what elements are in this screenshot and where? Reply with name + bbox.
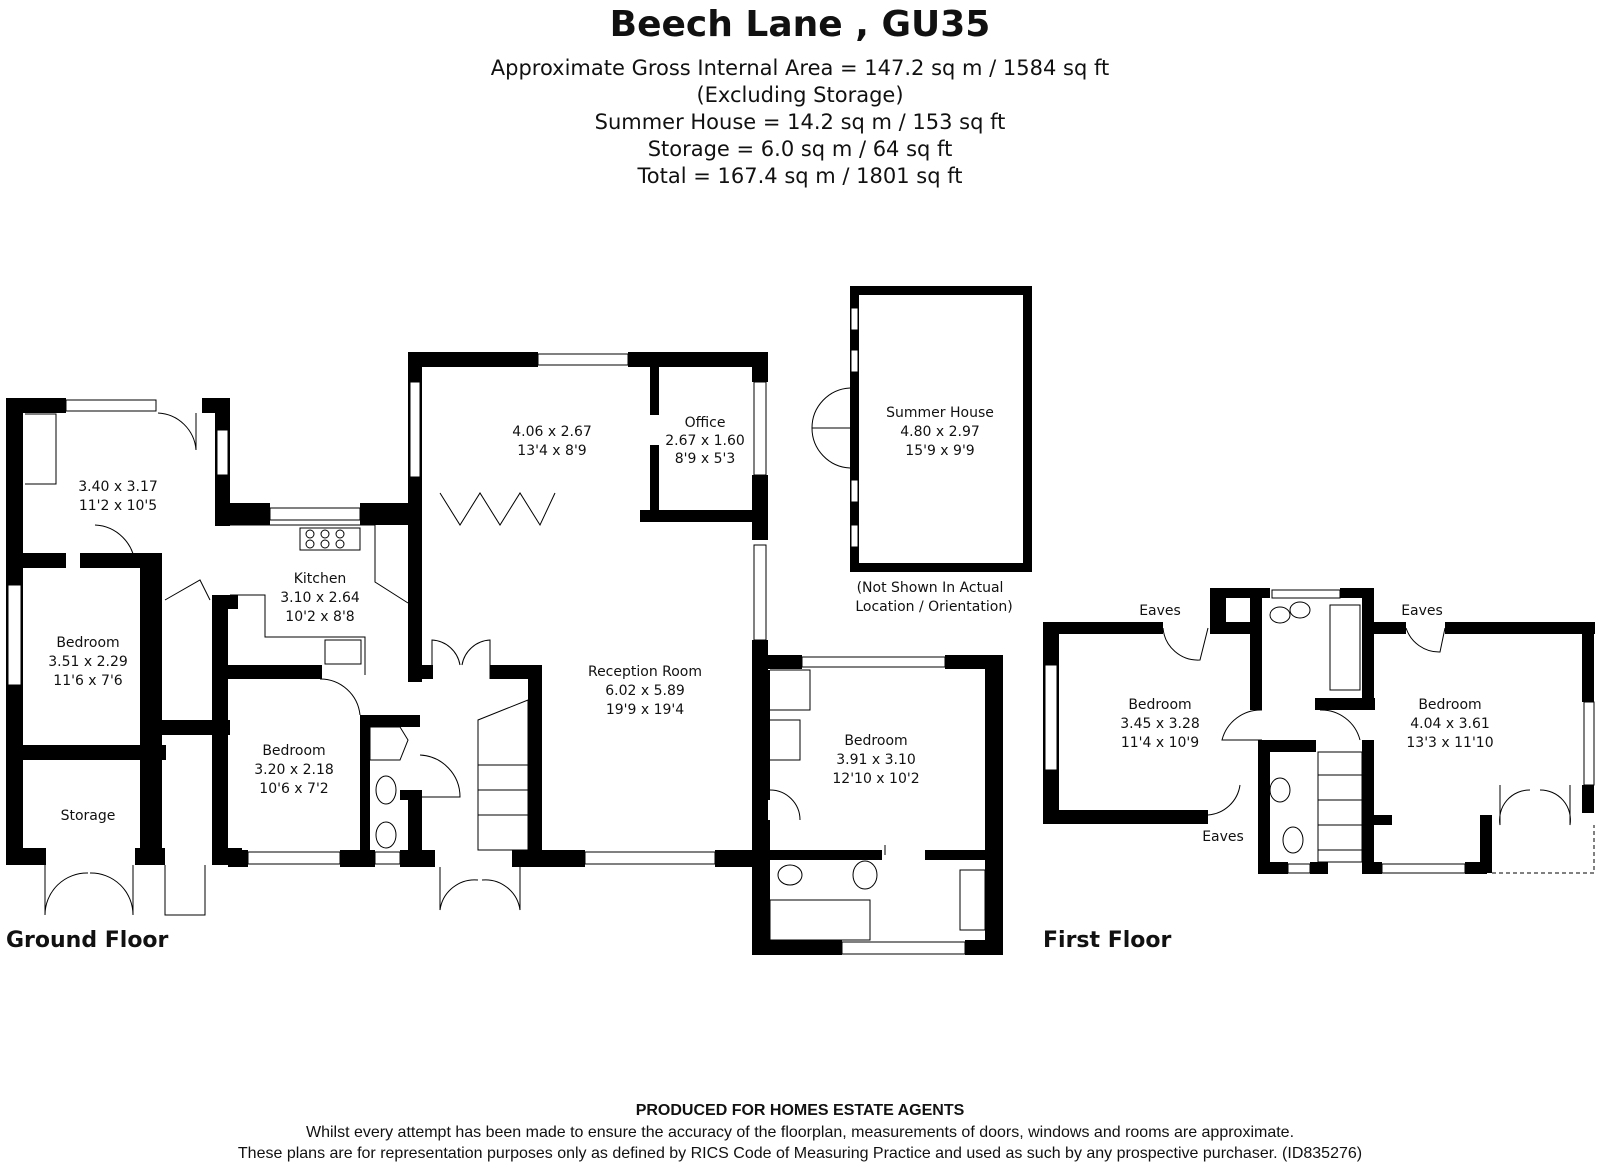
summer-house-walls: [811, 286, 1032, 572]
room-office-name: Office: [685, 415, 726, 431]
ground-floor-walls: [6, 352, 1003, 955]
room-bedroom-b-dims: 4.04 x 3.61: [1410, 716, 1490, 732]
room-bedroom-left-imperial: 11'6 x 7'6: [53, 673, 123, 689]
room-dining-dims: 4.06 x 2.67: [512, 424, 592, 440]
room-kitchen-dims: 3.10 x 2.64: [280, 590, 360, 606]
excluding-storage-text: (Excluding Storage): [696, 83, 904, 107]
summer-house-dims: 4.80 x 2.97: [900, 424, 980, 440]
eaves-label-1: Eaves: [1139, 603, 1181, 619]
ground-floor-windows: [7, 353, 966, 955]
room-bedroom-right-name: Bedroom: [844, 733, 907, 749]
summer-house-labels: Summer House 4.80 x 2.97 15'9 x 9'9 (Not…: [855, 405, 1012, 615]
room-bedroom-a-imperial: 11'4 x 10'9: [1121, 735, 1199, 751]
first-floor-walls: [1043, 588, 1595, 874]
footer-heading: PRODUCED FOR HOMES ESTATE AGENTS: [635, 1102, 965, 1119]
room-bedroom-mid-imperial: 10'6 x 7'2: [259, 781, 328, 797]
plan-title: Beech Lane , GU35: [609, 4, 991, 45]
summer-house-note-line1: (Not Shown In Actual: [857, 580, 1004, 596]
first-floor-labels: Bedroom 3.45 x 3.28 11'4 x 10'9 Bedroom …: [1120, 603, 1493, 845]
room-bedroom-a-dims: 3.45 x 3.28: [1120, 716, 1200, 732]
room-sitting-imperial: 11'2 x 10'5: [79, 498, 157, 514]
room-bedroom-mid-name: Bedroom: [262, 743, 325, 759]
footer-disclaimer-line2: These plans are for representation purpo…: [237, 1145, 1363, 1162]
room-sitting-dims: 3.40 x 3.17: [78, 479, 158, 495]
room-reception-dims: 6.02 x 5.89: [605, 683, 685, 699]
first-floor-label: First Floor: [1043, 928, 1172, 953]
gross-area-text: Approximate Gross Internal Area = 147.2 …: [490, 56, 1110, 80]
room-kitchen-imperial: 10'2 x 8'8: [285, 609, 354, 625]
summer-house-imperial: 15'9 x 9'9: [905, 443, 974, 459]
summer-house-area-text: Summer House = 14.2 sq m / 153 sq ft: [594, 110, 1006, 134]
ground-floor-label: Ground Floor: [6, 928, 169, 953]
summer-house-note-line2: Location / Orientation): [855, 599, 1012, 615]
room-kitchen-name: Kitchen: [294, 571, 347, 587]
eaves-label-2: Eaves: [1401, 603, 1443, 619]
room-reception-imperial: 19'9 x 19'4: [606, 702, 684, 718]
room-bedroom-left-dims: 3.51 x 2.29: [48, 654, 128, 670]
total-area-text: Total = 167.4 sq m / 1801 sq ft: [637, 164, 963, 188]
room-office-imperial: 8'9 x 5'3: [675, 451, 736, 467]
room-bedroom-b-imperial: 13'3 x 11'10: [1406, 735, 1493, 751]
ground-floor-labels: 3.40 x 3.17 11'2 x 10'5 Bedroom 3.51 x 2…: [48, 415, 919, 824]
ground-floor-fixtures: [25, 412, 986, 941]
room-office-dims: 2.67 x 1.60: [665, 433, 745, 449]
room-dining-imperial: 13'4 x 8'9: [517, 443, 586, 459]
storage-area-text: Storage = 6.0 sq m / 64 sq ft: [647, 137, 953, 161]
summer-house-name: Summer House: [886, 405, 994, 421]
room-storage-name: Storage: [61, 808, 116, 824]
eaves-label-3: Eaves: [1202, 829, 1244, 845]
room-bedroom-mid-dims: 3.20 x 2.18: [254, 762, 334, 778]
room-reception-name: Reception Room: [588, 664, 702, 680]
room-bedroom-right-dims: 3.91 x 3.10: [836, 752, 916, 768]
footer-disclaimer-line1: Whilst every attempt has been made to en…: [305, 1124, 1295, 1141]
room-bedroom-a-name: Bedroom: [1128, 697, 1191, 713]
room-bedroom-left-name: Bedroom: [56, 635, 119, 651]
room-bedroom-b-name: Bedroom: [1418, 697, 1481, 713]
first-floor-fixtures: [1162, 601, 1595, 874]
room-bedroom-right-imperial: 12'10 x 10'2: [832, 771, 919, 787]
